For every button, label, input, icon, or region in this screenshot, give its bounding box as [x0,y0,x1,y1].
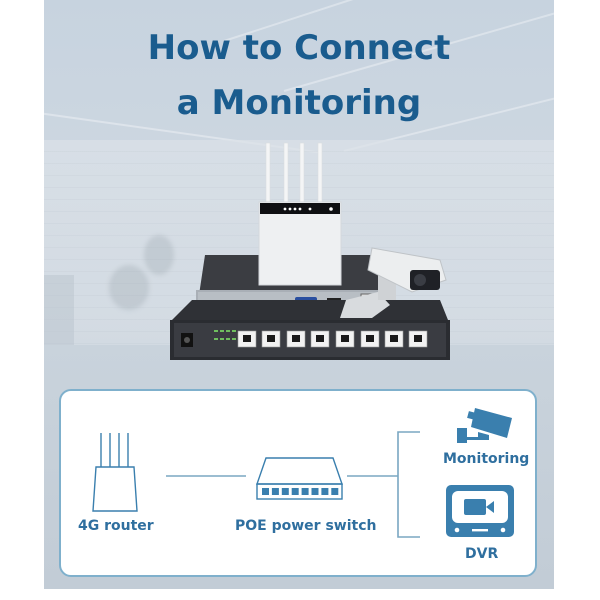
switch-port-icon [301,488,309,495]
cctv-camera-icon [457,408,512,443]
bullet-camera-photo [340,247,447,318]
switch-port-icon [311,488,319,495]
poe-switch-photo [170,300,450,360]
switch-port-icon [331,488,339,495]
title-line-2: a Monitoring [176,83,422,123]
wall-decoration [109,265,149,310]
branch-bracket [397,431,420,538]
switch-port-icon [321,488,329,495]
monitoring-label: Monitoring [443,451,530,467]
switch-label: POE power switch [235,518,377,534]
router-label: 4G router [78,518,154,534]
router-photo [258,142,342,286]
title-line-1: How to Connect [147,28,451,68]
switch-port-icon [271,488,279,495]
connection-diagram-card [59,389,537,577]
switch-port-icon [281,488,289,495]
dvr-label: DVR [465,546,499,562]
switch-icon [256,457,343,500]
dvr-icon [446,485,514,537]
router-icon [92,433,138,512]
wall-decoration [144,235,174,275]
switch-port-icon [262,488,269,495]
switch-port-icon [291,488,299,495]
